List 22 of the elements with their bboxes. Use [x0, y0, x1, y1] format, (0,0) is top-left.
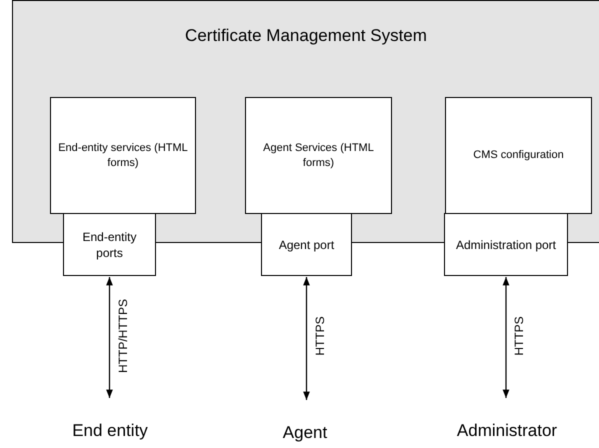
edge-label: HTTPS — [312, 316, 326, 356]
box-label: Agent port — [278, 236, 334, 252]
box-label: Administration port — [456, 236, 556, 252]
actor-label: Administrator — [456, 420, 558, 442]
double-arrow — [303, 277, 310, 400]
service-box — [50, 97, 196, 214]
service-box — [245, 97, 392, 214]
box-label: End-entity services (HTML forms) — [57, 140, 189, 170]
port-box — [63, 213, 156, 276]
edge-label: HTTP/HTTPS — [116, 299, 130, 373]
double-arrow — [106, 277, 113, 398]
box-label: End-entity ports — [81, 228, 138, 260]
port-box — [261, 213, 352, 276]
box-label: Agent Services (HTML forms) — [262, 140, 375, 170]
edge-label: HTTPS — [512, 316, 526, 356]
port-box — [444, 213, 568, 276]
service-box — [445, 97, 592, 214]
actor-label: End entity — [72, 420, 148, 442]
box-label: CMS configuration — [473, 148, 564, 163]
system-title: Certificate Management System — [184, 25, 428, 47]
actor-label: Agent — [282, 422, 328, 444]
double-arrow — [502, 277, 510, 398]
